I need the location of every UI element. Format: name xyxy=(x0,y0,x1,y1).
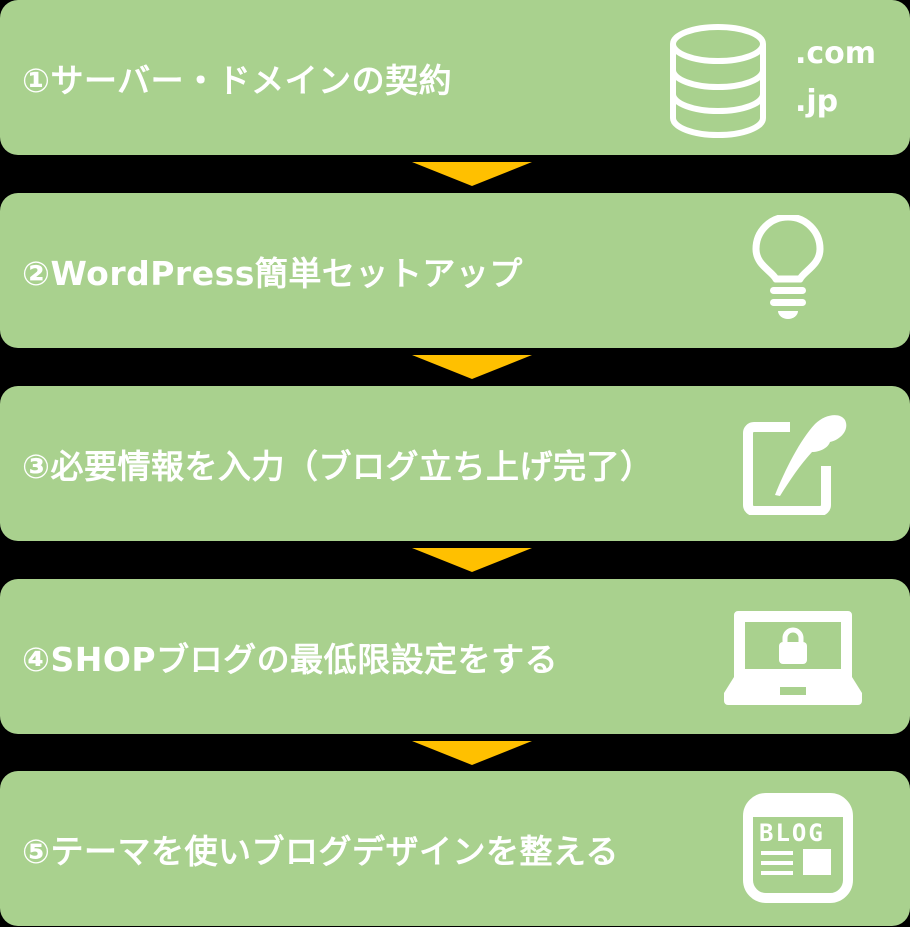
domain-jp: .jp xyxy=(795,84,839,119)
arrow-down-icon xyxy=(412,355,532,379)
step-3-box: ③必要情報を入力（ブログ立ち上げ完了） xyxy=(0,386,910,541)
step-5-label: ⑤テーマを使いブログデザインを整える xyxy=(22,831,619,871)
step-1-label: ①サーバー・ドメインの契約 xyxy=(22,60,453,100)
laptop-lock-icon xyxy=(724,611,862,705)
step-4-label: ④SHOPブログの最低限設定をする xyxy=(22,639,559,679)
step-5-box: ⑤テーマを使いブログデザインを整える BLOG xyxy=(0,771,910,926)
step-3-label: ③必要情報を入力（ブログ立ち上げ完了） xyxy=(22,446,654,486)
domain-com: .com xyxy=(795,36,877,71)
arrow-down-icon xyxy=(412,162,532,186)
domain-suffixes: .com .jp xyxy=(795,30,876,126)
arrow-down-icon xyxy=(412,741,532,765)
step-4-box: ④SHOPブログの最低限設定をする xyxy=(0,579,910,734)
arrow-down-icon xyxy=(412,548,532,572)
step-2-box: ②WordPress簡単セットアップ xyxy=(0,193,910,348)
edit-quill-icon xyxy=(743,415,847,515)
database-icon xyxy=(670,24,766,138)
lightbulb-icon xyxy=(752,215,824,319)
step-2-label: ②WordPress簡単セットアップ xyxy=(22,253,523,293)
step-1-box: ①サーバー・ドメインの契約 .com .jp xyxy=(0,0,910,155)
blog-icon-text: BLOG xyxy=(759,819,825,847)
blog-icon: BLOG xyxy=(743,793,853,903)
